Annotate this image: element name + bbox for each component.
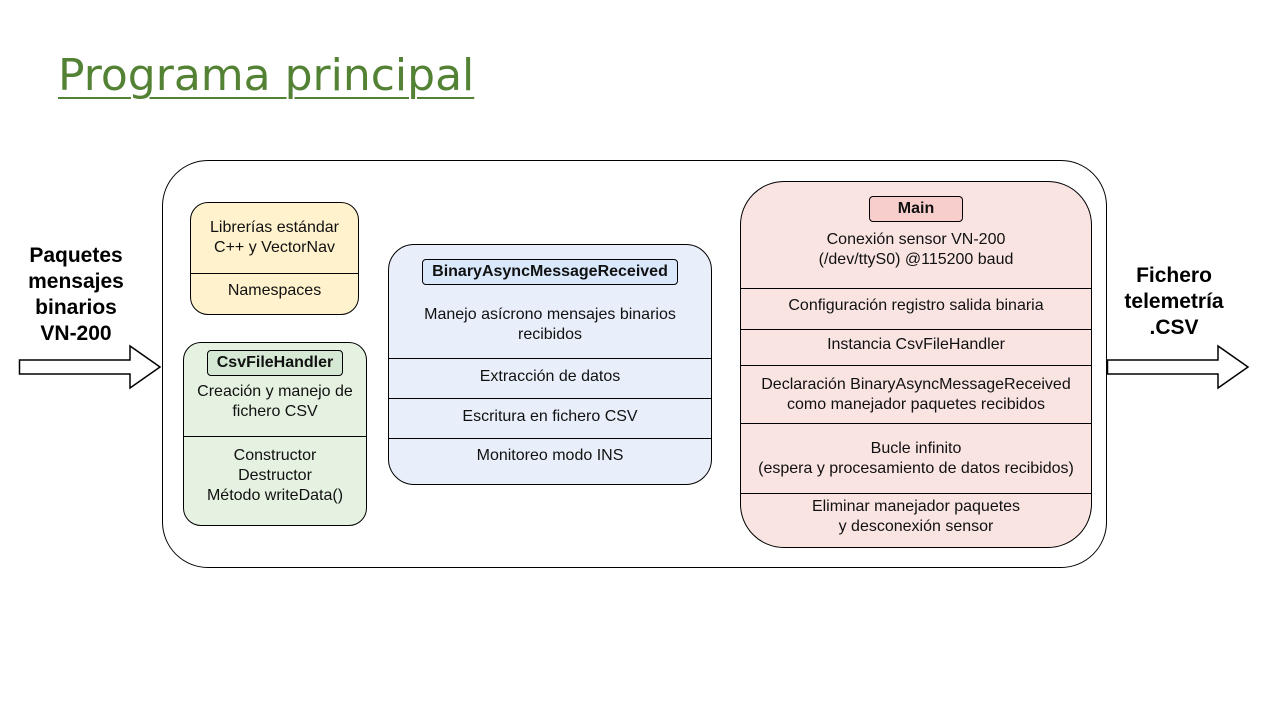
section-line: Eliminar manejador paquetes bbox=[811, 498, 1021, 515]
main-section: Instancia CsvFileHandler bbox=[741, 329, 1091, 365]
main-section: Configuración registro salida binaria bbox=[741, 288, 1091, 329]
main-box: Main Conexión sensor VN-200 (/dev/ttyS0)… bbox=[740, 181, 1092, 548]
section-line: como manejador paquetes recibidos bbox=[787, 395, 1045, 413]
section-line: (espera y procesamiento de datos recibid… bbox=[758, 459, 1074, 477]
section-line: Constructor bbox=[233, 447, 317, 464]
input-arrow bbox=[18, 344, 162, 390]
section-line: Manejo asícrono mensajes binarios bbox=[424, 306, 676, 323]
csv-header-section: CsvFileHandler Creación y manejo de fich… bbox=[184, 343, 366, 436]
section-line: Destructor bbox=[238, 467, 312, 484]
input-label-line: VN-200 bbox=[40, 322, 112, 345]
section-line: Configuración registro salida binaria bbox=[788, 297, 1044, 314]
binary-section: Extracción de datos bbox=[389, 358, 711, 398]
section-line: Declaración BinaryAsyncMessageReceived bbox=[761, 375, 1071, 393]
output-label-line: Fichero bbox=[1136, 264, 1212, 287]
input-label: Paquetes mensajes binarios VN-200 bbox=[14, 243, 138, 347]
input-label-line: binarios bbox=[35, 296, 117, 319]
csv-methods-section: Constructor Destructor Método writeData(… bbox=[184, 436, 366, 524]
section-line: Creación y manejo de bbox=[197, 383, 353, 400]
section-line: Extracción de datos bbox=[479, 367, 621, 385]
main-section: Bucle infinito (espera y procesamiento d… bbox=[741, 423, 1091, 493]
page-title: Programa principal bbox=[58, 50, 475, 101]
section-line: Bucle infinito bbox=[870, 439, 962, 457]
section-line: (/dev/ttyS0) @115200 baud bbox=[818, 251, 1014, 268]
section-line: Escritura en fichero CSV bbox=[462, 407, 638, 425]
section-line: Monitoreo modo INS bbox=[476, 447, 624, 464]
section-line: fichero CSV bbox=[232, 403, 318, 420]
libraries-box: Librerías estándar C++ y VectorNav Names… bbox=[190, 202, 359, 315]
section-line: Librerías estándar bbox=[210, 219, 339, 236]
section-line: y desconexión sensor bbox=[838, 518, 994, 535]
section-line: Namespaces bbox=[227, 281, 322, 299]
binaryasync-box: BinaryAsyncMessageReceived Manejo asícro… bbox=[388, 244, 712, 485]
libraries-section: Librerías estándar C++ y VectorNav bbox=[191, 203, 358, 273]
output-label-line: telemetría bbox=[1124, 290, 1224, 313]
output-arrow bbox=[1106, 344, 1250, 390]
binary-header-section: BinaryAsyncMessageReceived Manejo asícro… bbox=[389, 245, 711, 358]
binary-section: Monitoreo modo INS bbox=[389, 438, 711, 483]
section-line: Método writeData() bbox=[206, 487, 344, 504]
section-line: Conexión sensor VN-200 bbox=[826, 231, 1006, 248]
namespaces-section: Namespaces bbox=[191, 273, 358, 313]
section-line: recibidos bbox=[517, 326, 583, 343]
input-label-line: Paquetes bbox=[29, 244, 123, 267]
section-line: Instancia CsvFileHandler bbox=[827, 336, 1005, 353]
output-label: Fichero telemetría .CSV bbox=[1112, 263, 1236, 341]
csvfilehandler-tag: CsvFileHandler bbox=[206, 350, 344, 376]
program-container bbox=[162, 160, 1107, 568]
binaryasync-tag: BinaryAsyncMessageReceived bbox=[422, 259, 678, 285]
output-label-line: .CSV bbox=[1149, 316, 1199, 339]
input-label-line: mensajes bbox=[28, 270, 124, 293]
csvfilehandler-box: CsvFileHandler Creación y manejo de fich… bbox=[183, 342, 367, 526]
section-line: C++ y VectorNav bbox=[214, 239, 335, 256]
main-tag: Main bbox=[868, 196, 964, 222]
binary-section: Escritura en fichero CSV bbox=[389, 398, 711, 438]
main-section: Declaración BinaryAsyncMessageReceived c… bbox=[741, 365, 1091, 423]
main-section: Eliminar manejador paquetes y desconexió… bbox=[741, 493, 1091, 546]
main-header-section: Main Conexión sensor VN-200 (/dev/ttyS0)… bbox=[741, 182, 1091, 288]
